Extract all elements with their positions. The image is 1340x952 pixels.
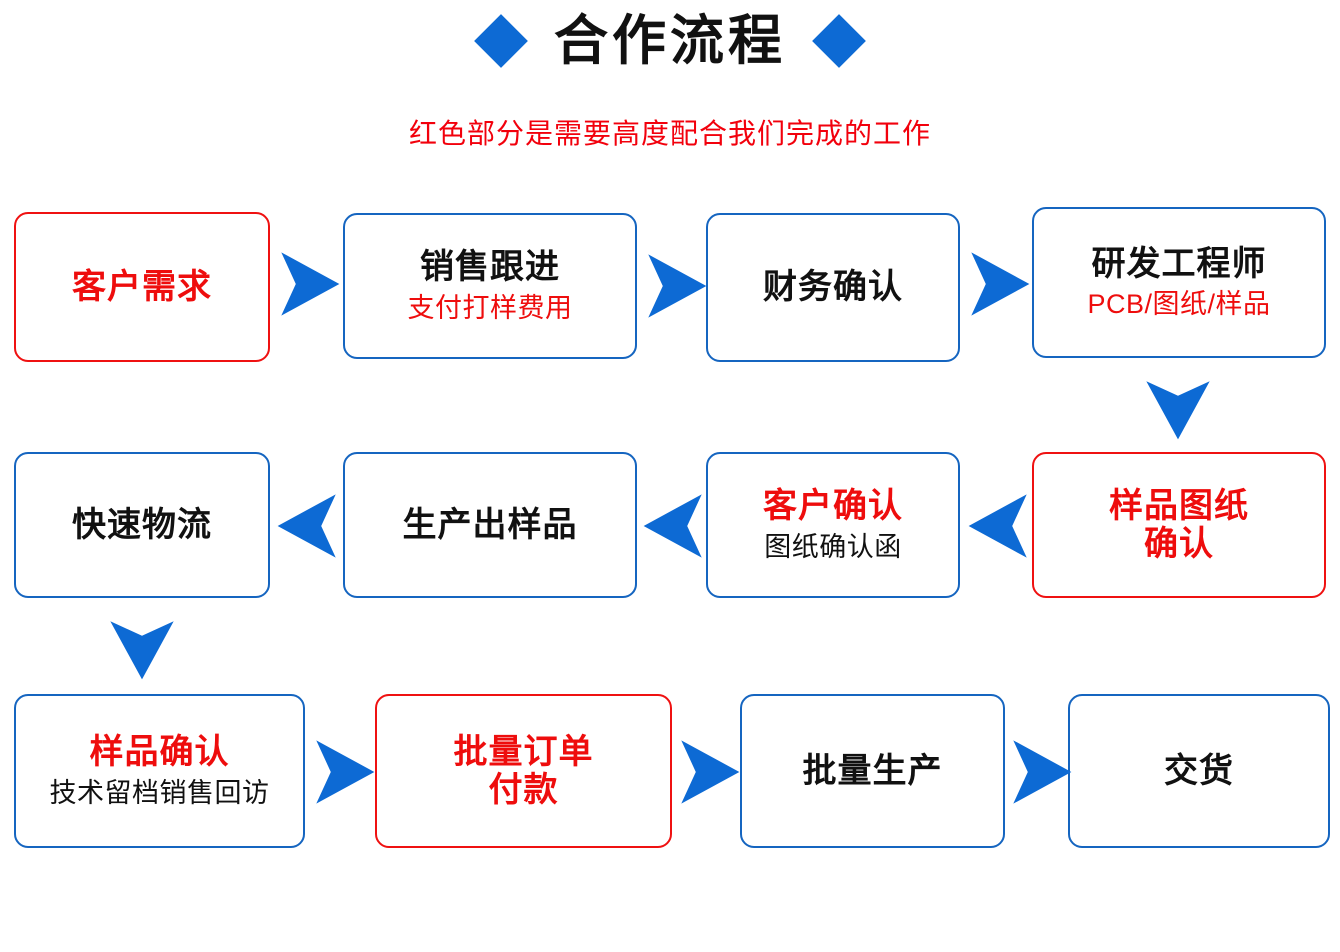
flow-node-fast-logistics[interactable]: 快速物流 xyxy=(14,452,270,598)
flow-node-title: 批量订单 付款 xyxy=(453,732,594,809)
flow-node-title: 客户确认 xyxy=(763,487,903,526)
flow-node-title: 交货 xyxy=(1164,751,1234,790)
flow-node-subtitle: 支付打样费用 xyxy=(407,292,573,323)
flow-node-sample-drawing-confirm[interactable]: 样品图纸 确认 xyxy=(1032,452,1326,598)
arrow-logistics-to-sample-icon xyxy=(106,616,178,682)
arrow-order-to-production-icon xyxy=(676,736,742,808)
flow-node-subtitle: PCB/图纸/样品 xyxy=(1087,289,1271,320)
arrow-drawing-to-customer-icon xyxy=(966,490,1032,562)
flow-node-bulk-order-payment[interactable]: 批量订单 付款 xyxy=(375,694,672,848)
arrow-sample-to-order-icon xyxy=(311,736,377,808)
flow-node-delivery[interactable]: 交货 xyxy=(1068,694,1330,848)
flow-node-finance-confirm[interactable]: 财务确认 xyxy=(706,213,960,362)
page-subtitle: 红色部分是需要高度配合我们完成的工作 xyxy=(408,118,931,149)
flow-node-sample-confirm[interactable]: 样品确认技术留档销售回访 xyxy=(14,694,305,848)
title-row: 合作流程 xyxy=(0,14,1340,68)
flow-node-title: 批量生产 xyxy=(802,751,943,790)
flow-node-produce-sample[interactable]: 生产出样品 xyxy=(343,452,637,598)
arrow-customer-to-produce-icon xyxy=(641,490,707,562)
flow-node-title: 财务确认 xyxy=(763,268,903,307)
flow-node-title: 样品图纸 确认 xyxy=(1109,486,1249,563)
flow-node-title: 客户需求 xyxy=(72,267,212,306)
flow-node-customer-requirement[interactable]: 客户需求 xyxy=(14,212,270,362)
arrow-finance-to-rd-icon xyxy=(966,248,1032,320)
flow-node-subtitle: 图纸确认函 xyxy=(764,531,902,562)
flow-node-bulk-production[interactable]: 批量生产 xyxy=(740,694,1005,848)
arrow-req-to-sales-icon xyxy=(276,248,342,320)
flow-node-title: 销售跟进 xyxy=(420,248,560,287)
page-header: 合作流程 红色部分是需要高度配合我们完成的工作 xyxy=(0,0,1340,170)
flow-node-title: 快速物流 xyxy=(72,505,212,544)
arrow-production-to-delivery-icon xyxy=(1008,736,1074,808)
flow-node-customer-confirm[interactable]: 客户确认图纸确认函 xyxy=(706,452,960,598)
flow-node-title: 样品确认 xyxy=(89,733,230,772)
flow-node-title: 生产出样品 xyxy=(402,505,578,544)
arrow-sales-to-finance-icon xyxy=(643,250,709,322)
flow-node-title: 研发工程师 xyxy=(1091,244,1267,283)
flow-node-subtitle: 技术留档销售回访 xyxy=(49,777,270,808)
flow-node-sales-followup[interactable]: 销售跟进支付打样费用 xyxy=(343,213,637,359)
page-title: 合作流程 xyxy=(554,11,786,71)
flow-node-rd-engineer[interactable]: 研发工程师 PCB/图纸/样品 xyxy=(1032,207,1326,358)
arrow-rd-to-drawing-icon xyxy=(1142,376,1214,442)
arrow-produce-to-logistics-icon xyxy=(275,490,341,562)
